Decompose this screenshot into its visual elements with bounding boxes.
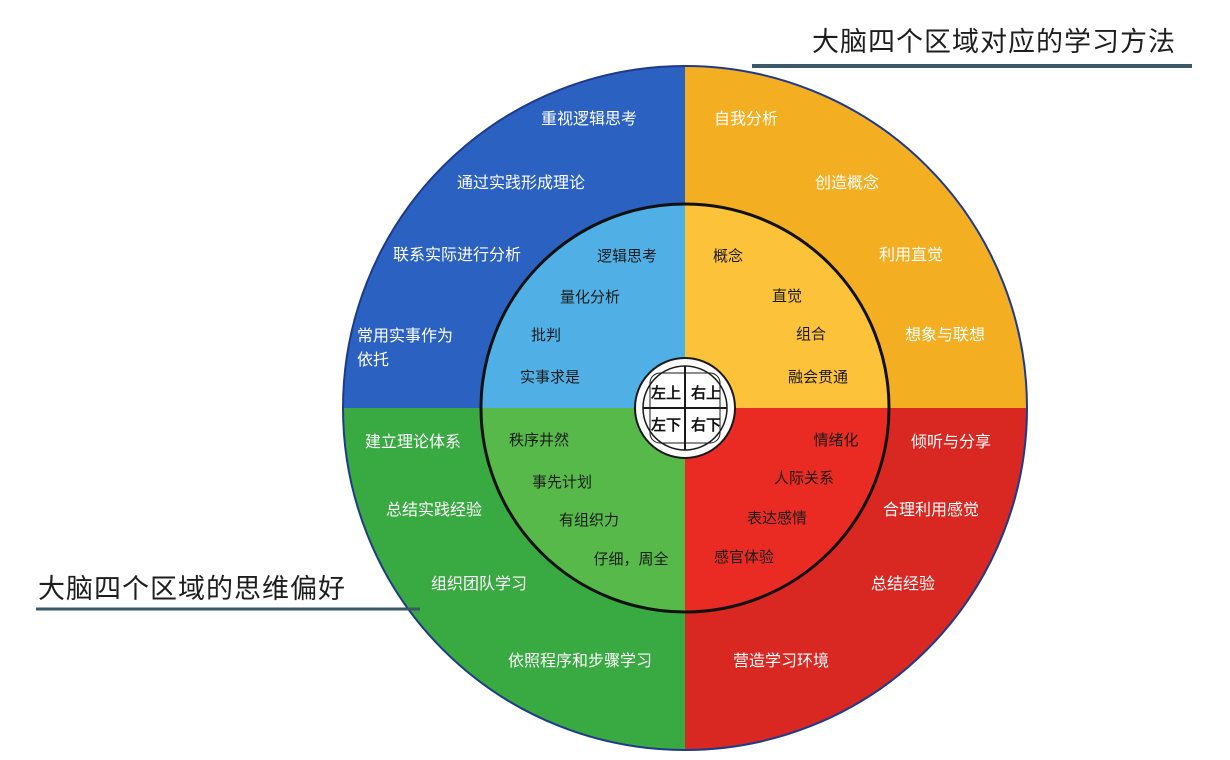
outer-ring-outline (342, 65, 1028, 751)
quadrant-lower-right-inner (685, 408, 889, 612)
lr-inner-label-1: 情绪化 (813, 431, 858, 449)
ll-inner-label-3: 有组织力 (559, 511, 619, 529)
ll-outer-label-4: 依照程序和步骤学习 (508, 651, 652, 670)
ur-outer-label-4: 想象与联想 (905, 325, 985, 344)
lr-outer-label-3: 总结经验 (871, 574, 935, 593)
ll-inner-label-2: 事先计划 (532, 473, 592, 491)
quadrant-upper-right-inner (685, 204, 889, 408)
inner-ring-outline (479, 202, 891, 614)
ul-inner-label-2: 量化分析 (560, 288, 620, 306)
ll-outer-label-1: 建立理论体系 (365, 432, 461, 451)
hub-label-upper-right: 右上 (691, 384, 721, 402)
ll-outer-label-2: 总结实践经验 (386, 500, 482, 519)
hub-label-upper-left: 左上 (650, 384, 681, 402)
ll-inner-label-1: 秩序井然 (509, 431, 569, 449)
lr-inner-label-2: 人际关系 (774, 469, 834, 487)
lr-outer-label-2: 合理利用感觉 (883, 500, 979, 519)
ur-inner-label-4: 融会贯通 (788, 368, 848, 386)
title-thinking-preferences: 大脑四个区域的思维偏好 (38, 574, 346, 605)
ul-inner-label-3: 批判 (531, 326, 561, 344)
lr-outer-label-1: 倾听与分享 (911, 432, 991, 451)
hub-label-lower-left: 左下 (650, 416, 681, 434)
lr-inner-label-4: 感官体验 (714, 548, 774, 566)
ll-outer-label-3: 组织团队学习 (431, 574, 527, 593)
quadrant-lower-left-inner (481, 408, 685, 612)
quadrant-upper-left-inner (481, 204, 685, 408)
ul-outer-label-5: 依托 (357, 350, 389, 369)
ur-inner-label-3: 组合 (796, 325, 826, 343)
hub-label-lower-right: 右下 (691, 416, 721, 434)
ul-outer-label-2: 通过实践形成理论 (457, 173, 585, 192)
ur-outer-label-1: 自我分析 (714, 109, 778, 128)
ur-inner-label-1: 概念 (713, 247, 743, 265)
ul-outer-label-1: 重视逻辑思考 (541, 109, 637, 128)
center-hub-emblem: 左上 右上 左下 右下 (634, 357, 736, 459)
ur-outer-label-2: 创造概念 (815, 173, 879, 192)
ll-inner-label-4: 仔细，周全 (593, 550, 668, 568)
lr-inner-label-3: 表达感情 (747, 509, 807, 527)
ul-inner-label-1: 逻辑思考 (597, 247, 657, 265)
lr-outer-label-4: 营造学习环境 (733, 651, 829, 670)
ul-inner-label-4: 实事求是 (520, 368, 580, 386)
title-learning-methods: 大脑四个区域对应的学习方法 (812, 27, 1176, 58)
ul-outer-label-4: 常用实事作为 (357, 326, 453, 345)
ur-outer-label-3: 利用直觉 (879, 245, 943, 264)
ur-inner-label-2: 直觉 (772, 287, 802, 305)
hub-knot-pattern (649, 372, 721, 444)
ul-outer-label-3: 联系实际进行分析 (393, 245, 521, 264)
